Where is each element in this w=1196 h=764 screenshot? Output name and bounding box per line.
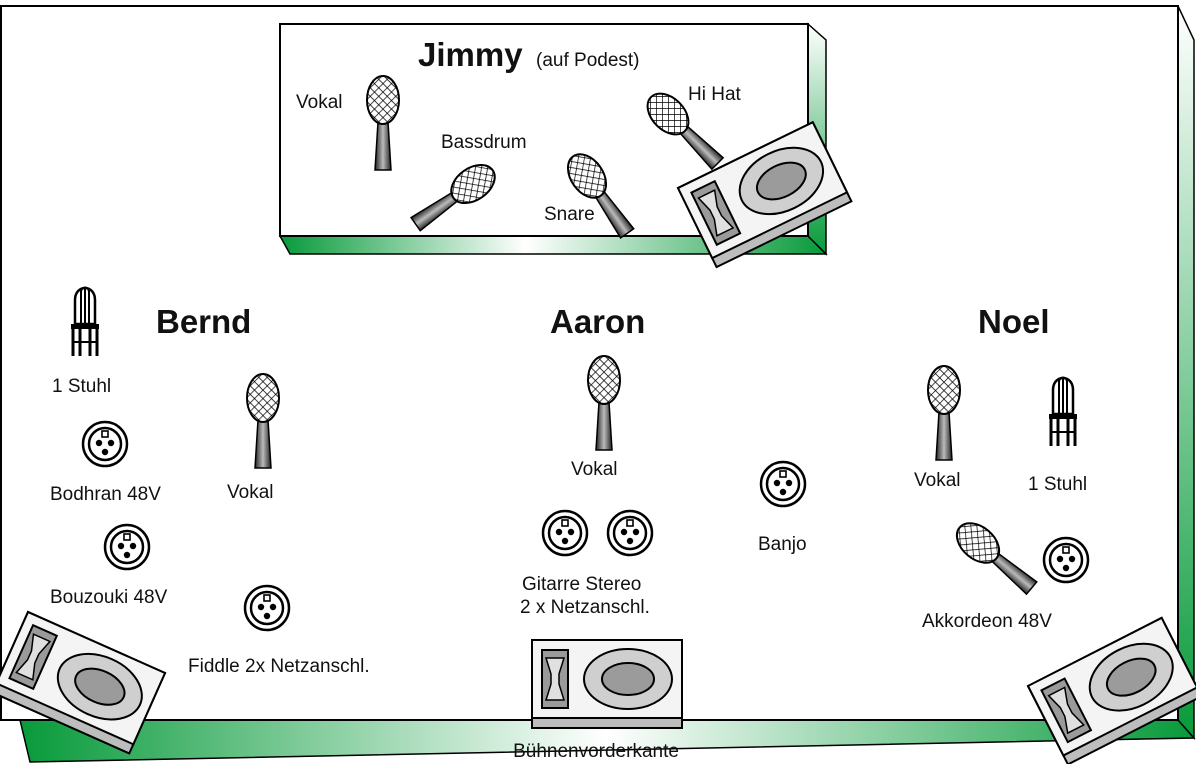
aaron-gitarre-right-xlr-icon [606, 509, 654, 557]
aaron-vokal-label: Vokal [571, 459, 617, 480]
noel-name: Noel [978, 303, 1050, 340]
jimmy-bassdrum-label: Bassdrum [441, 132, 527, 153]
aaron-monitor-wedge-icon [531, 639, 683, 729]
jimmy-note: (auf Podest) [536, 50, 640, 71]
jimmy-hihat-label: Hi Hat [688, 84, 742, 105]
bernd-fiddle-xlr-icon [243, 584, 291, 632]
bernd-chair-label: 1 Stuhl [52, 376, 111, 397]
aaron-banjo-xlr-icon [759, 460, 807, 508]
noel-chair-label: 1 Stuhl [1028, 474, 1087, 495]
stage-front-label: Bühnenvorderkante [513, 741, 679, 762]
aaron-name: Aaron [550, 303, 645, 340]
noel-akkordeon-xlr-icon [1042, 536, 1090, 584]
aaron-gitarre-label-1: Gitarre Stereo [522, 574, 641, 595]
noel-vokal-label: Vokal [914, 470, 960, 491]
jimmy-name: Jimmy [418, 36, 523, 73]
bernd-bodhran-label: Bodhran 48V [50, 484, 161, 505]
aaron-gitarre-label-2: 2 x Netzanschl. [520, 597, 650, 618]
noel-akkordeon-label: Akkordeon 48V [922, 611, 1052, 632]
aaron-gitarre-left-xlr-icon [541, 509, 589, 557]
jimmy-vokal-label: Vokal [296, 92, 342, 113]
bernd-bodhran-xlr-icon [81, 420, 129, 468]
bernd-name: Bernd [156, 303, 251, 340]
bernd-vokal-label: Vokal [227, 482, 273, 503]
aaron-banjo-label: Banjo [758, 534, 807, 555]
stage-right-edge [1177, 5, 1195, 740]
bernd-fiddle-label: Fiddle 2x Netzanschl. [188, 656, 370, 677]
bernd-bouzouki-xlr-icon [103, 523, 151, 571]
bernd-bouzouki-label: Bouzouki 48V [50, 587, 168, 608]
jimmy-snare-label: Snare [544, 204, 595, 225]
